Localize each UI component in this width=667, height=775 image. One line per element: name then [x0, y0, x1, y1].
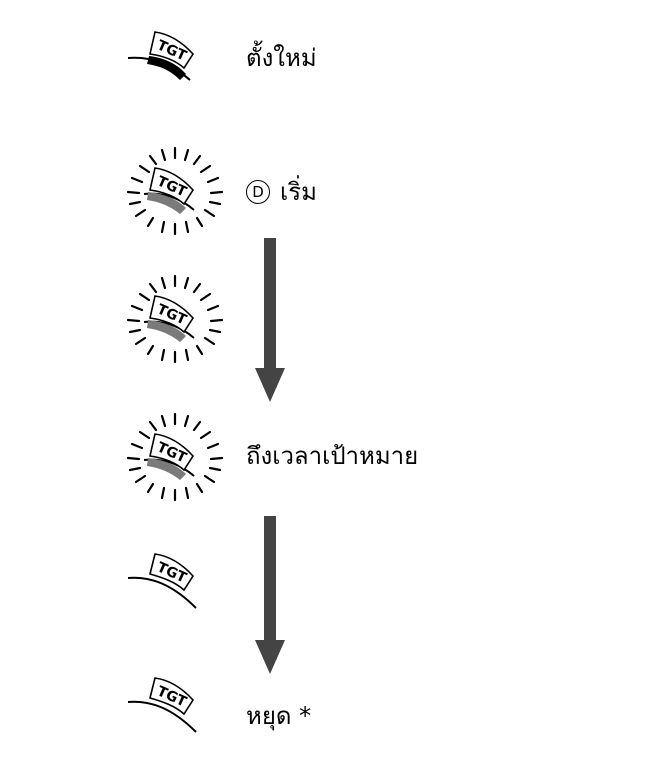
- band-lit: [147, 320, 186, 342]
- tgt-dial-flashing-icon: TGT: [126, 274, 224, 364]
- tgt-dial-flashing-icon: TGT: [126, 412, 224, 502]
- d-button-icon: D: [246, 180, 270, 204]
- start-label: เริ่ม: [280, 178, 317, 206]
- down-arrow-icon: [255, 516, 285, 674]
- down-arrow-icon: [255, 238, 285, 402]
- tgt-dial-reset-icon: TGT: [127, 31, 195, 81]
- reset-label: ตั้งใหม่: [246, 44, 317, 72]
- target-reached-label: ถึงเวลาเป้าหมาย: [246, 442, 419, 470]
- tgt-dial-flashing-icon: TGT: [126, 146, 224, 236]
- stop-label: หยุด *: [246, 702, 312, 730]
- start-label-row: D เริ่ม: [246, 178, 317, 206]
- band-lit: [147, 192, 186, 214]
- band-solid: [147, 56, 186, 80]
- band-lit: [147, 458, 186, 480]
- tgt-dial-off-icon: TGT: [127, 677, 197, 733]
- tgt-dial-off-icon: TGT: [127, 553, 197, 609]
